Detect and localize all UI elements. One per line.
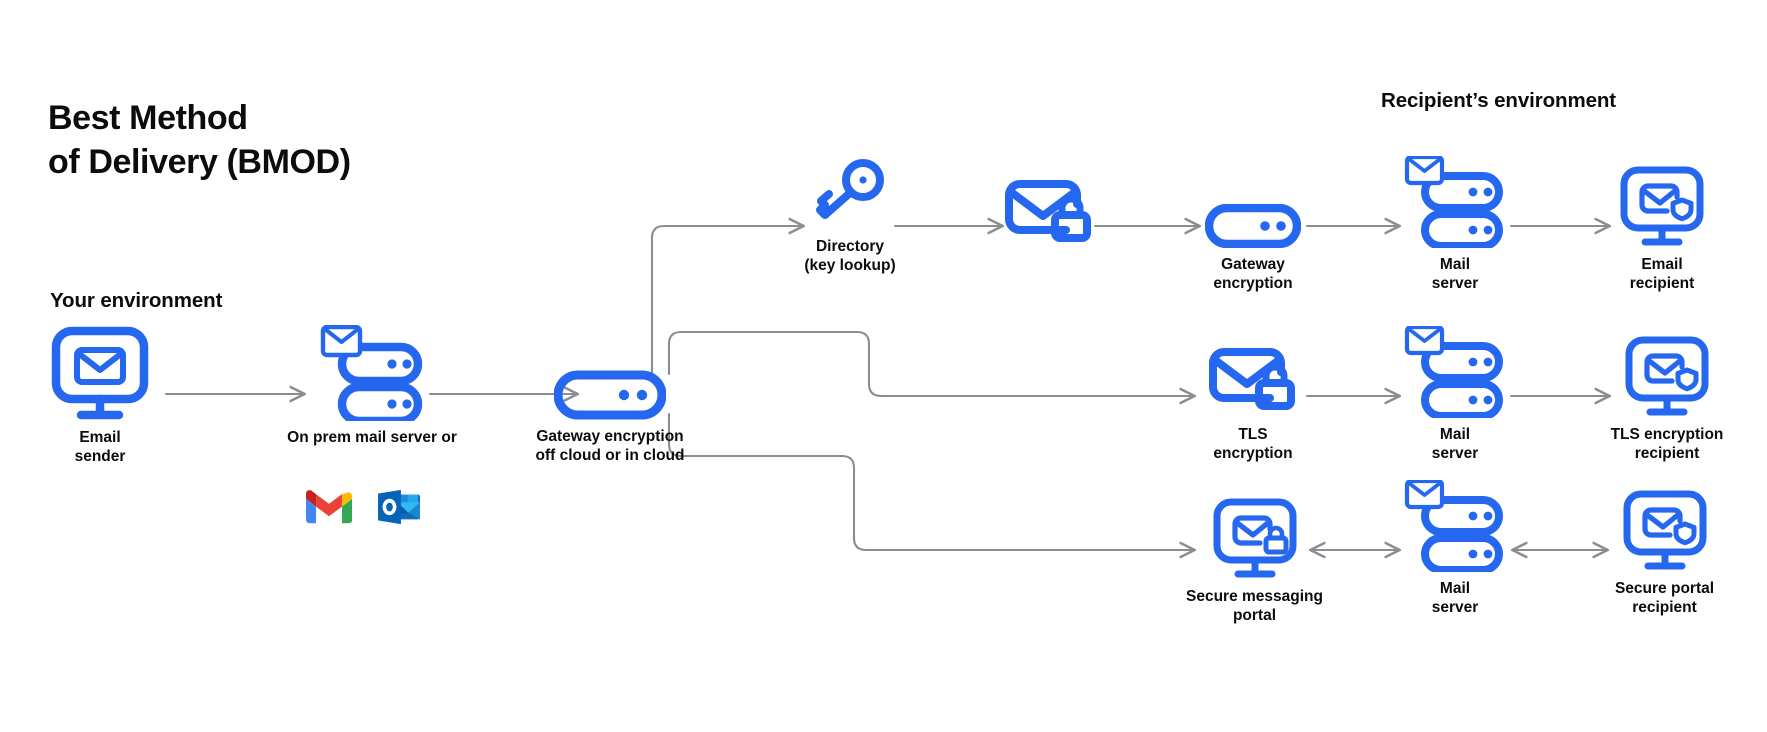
monitor-envelope-shield-icon [1624,332,1710,418]
node-label: Secure portal recipient [1614,580,1715,616]
node-email-sender[interactable]: Email sender [0,325,200,466]
connector-gateway-to-portal [667,412,1197,550]
node-directory-key-lookup[interactable]: Directory (key lookup) [750,158,950,275]
node-email-recipient[interactable]: Email recipient [1562,162,1762,293]
page-title: Best Method of Delivery (BMOD) [48,99,351,181]
monitor-envelope-icon [48,325,152,421]
node-label: Mail server [1431,256,1479,292]
mail-server-icon [318,325,426,421]
node-label: Gateway encryption [1213,256,1293,292]
node-label: Email sender [74,429,126,465]
envelope-lock-icon [1003,176,1095,248]
gmail-logo [305,489,353,530]
section-heading-sender: Your environment [50,289,223,312]
monitor-envelope-shield-icon [1619,162,1705,248]
section-heading-recipient: Recipient’s environment [1381,89,1617,112]
node-mail-server-2[interactable]: Mail server [1355,322,1555,463]
node-on-prem-mail-server[interactable]: On prem mail server or [272,325,472,447]
node-label: TLS encryption recipient [1610,426,1724,462]
envelope-lock-icon [1207,340,1299,418]
node-label: Secure messaging portal [1186,588,1323,624]
server-unit-icon [554,350,666,420]
mail-server-icon [1403,322,1507,418]
node-gateway-encryption-cloud[interactable]: Gateway encryption off cloud or in cloud [495,350,725,465]
mail-server-icon [1403,476,1507,572]
node-tls-encryption[interactable]: TLS encryption [1153,340,1353,463]
node-label: Email recipient [1629,256,1695,292]
node-label: TLS encryption [1213,426,1293,462]
node-label: Mail server [1431,580,1479,616]
node-label: Mail server [1431,426,1479,462]
node-label: Directory (key lookup) [804,238,896,274]
node-secure-portal-recipient[interactable]: Secure portal recipient [1562,486,1767,617]
node-secure-messaging-portal[interactable]: Secure messaging portal [1152,498,1357,625]
monitor-envelope-shield-icon [1622,486,1708,572]
node-label: On prem mail server or [287,429,457,446]
outlook-logo [378,487,420,532]
node-mail-server-1[interactable]: Mail server [1355,152,1555,293]
mail-client-logos [305,487,420,532]
node-label: Gateway encryption off cloud or in cloud [535,428,685,464]
mail-server-icon [1403,152,1507,248]
node-encrypted-envelope[interactable] [949,176,1149,248]
monitor-envelope-lock-icon [1212,498,1298,580]
node-mail-server-3[interactable]: Mail server [1355,476,1555,617]
connector-gateway-to-tls [667,330,1197,396]
key-icon [809,158,891,230]
server-unit-icon [1205,180,1301,248]
node-tls-recipient[interactable]: TLS encryption recipient [1562,332,1767,463]
node-gateway-encryption[interactable]: Gateway encryption [1153,180,1353,293]
